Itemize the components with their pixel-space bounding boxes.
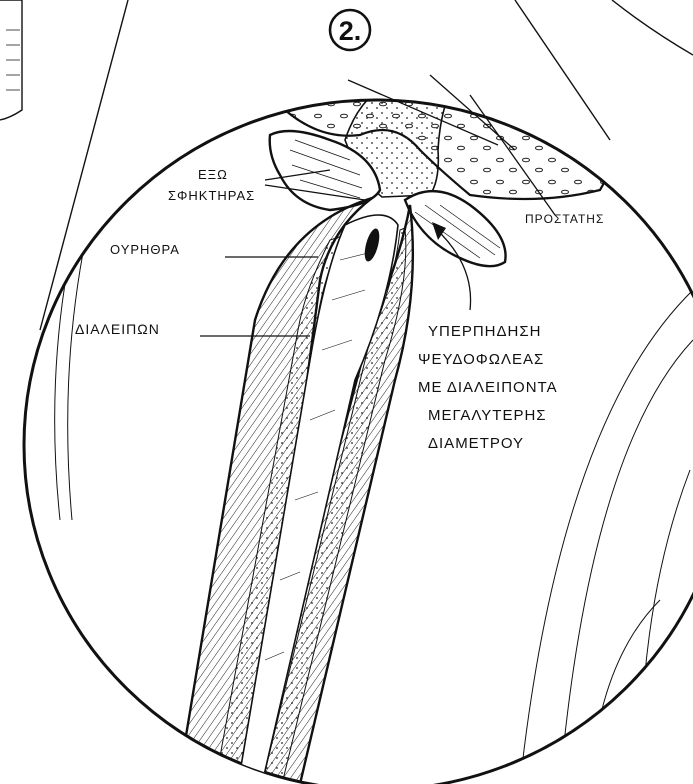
note-line-5: ΔΙΑΜΕΤΡΟΥ [428,435,524,452]
label-prostate: ΠΡΟΣΤΑΤΗΣ [525,212,604,226]
label-sphincter: ΣΦΗΚΤΗΡΑΣ [168,188,255,203]
note-line-4: ΜΕΓΑΛΥΤΕΡΗΣ [428,407,547,424]
label-diaphragm: ΔΙΑΛΕΙΠΩΝ [75,321,160,337]
instrument-ticks [6,30,20,90]
view-line-corner [612,0,693,55]
note-line-3: ΜΕ ΔΙΑΛΕΙΠΟΝΤΑ [418,379,558,396]
note-line-2: ΨΕΥΔΟΦΩΛΕΑΣ [418,351,544,368]
label-exo: ΕΞΩ [198,167,228,182]
pseudo-fossa [405,191,506,266]
label-urethra: ΟΥΡΗΘΡΑ [110,242,180,257]
view-line-right [515,0,610,140]
step-number: 2. [339,16,362,46]
view-line-left [40,0,128,330]
note-line-1: ΥΠΕΡΠΗΔΗΣΗ [428,323,541,340]
step-marker: 2. [330,10,370,50]
note-text-block: ΥΠΕΡΠΗΔΗΣΗ ΨΕΥΔΟΦΩΛΕΑΣ ΜΕ ΔΙΑΛΕΙΠΟΝΤΑ ΜΕ… [418,323,558,452]
